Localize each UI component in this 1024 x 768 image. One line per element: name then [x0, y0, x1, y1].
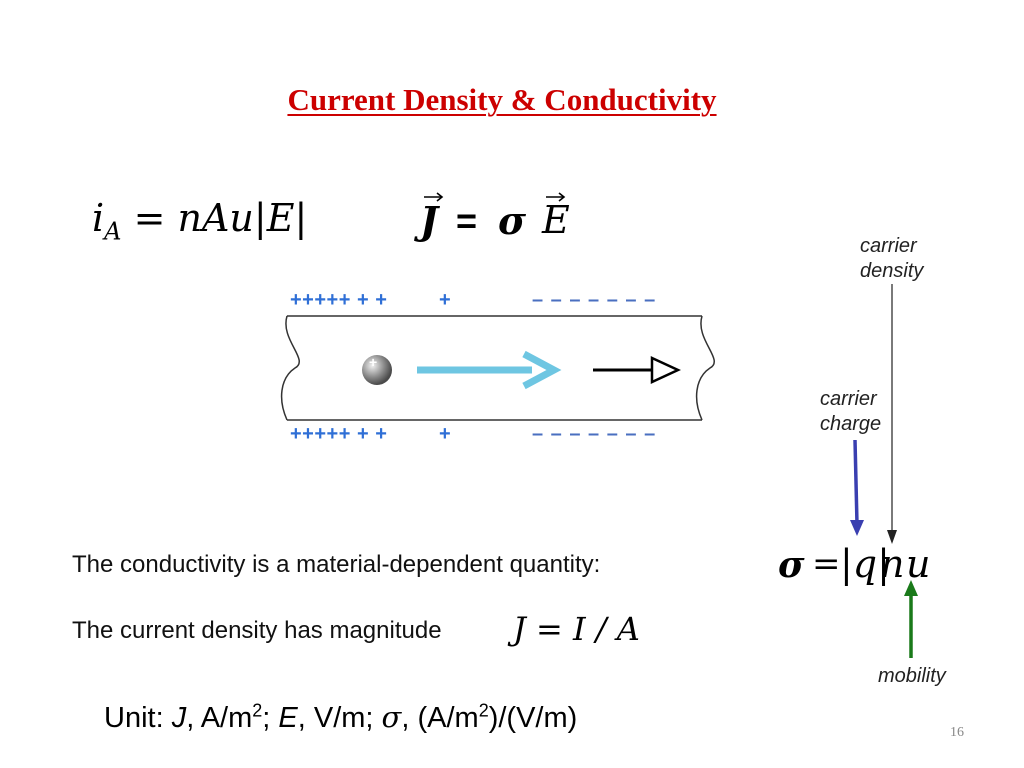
bottom-minus-charges: – – – – – – – [532, 423, 657, 445]
sigma-n: n [880, 542, 905, 586]
ia-equation: iA = nAu|E| [92, 196, 307, 246]
slide-title: Current Density & Conductivity [287, 82, 717, 117]
conductivity-text: The conductivity is a material-dependent… [72, 551, 601, 578]
ohm-j: J [420, 198, 438, 243]
bottom-plus-last: + [439, 423, 451, 445]
charge-arrow-icon [853, 439, 859, 525]
charge-carrier-icon [362, 355, 392, 385]
top-plus-charges: +++++ + + [290, 289, 388, 311]
units-line: Unit: J, A/m2; E, V/m; σ, (A/m2)/(V/m) [104, 700, 578, 734]
ia-rhs: = nAu|E| [133, 196, 308, 240]
carrier-charge-label: carrier charge [820, 388, 882, 435]
page-number: 16 [950, 725, 964, 740]
top-plus-last: + [439, 289, 451, 311]
ia-lhs: i [92, 196, 105, 240]
j-magnitude-equation: J = I / A [513, 610, 640, 648]
carrier-density-label: carrier density [860, 235, 924, 282]
charge-sign: + [369, 354, 378, 370]
sigma-equation: σ = |q| n u [776, 540, 936, 594]
ia-lhs-sub: A [104, 217, 122, 246]
ohm-sigma: σ [498, 198, 527, 243]
current-density-text: The current density has magnitude [72, 617, 442, 644]
bottom-plus-charges: +++++ + + [290, 423, 388, 445]
sigma-symbol: σ [778, 544, 805, 586]
sigma-q: |q| [840, 542, 890, 586]
sigma-u: u [906, 542, 931, 586]
vector-arrows-icon [424, 192, 566, 202]
annotation-arrows [850, 284, 918, 658]
ohm-law-equation: J = σ E [418, 188, 588, 244]
mobility-label: mobility [878, 665, 946, 687]
ohm-e: E [542, 198, 570, 242]
sigma-equals: = [812, 544, 841, 584]
ohm-equals: = [456, 200, 478, 241]
top-minus-charges: – – – – – – – [532, 289, 657, 311]
conductor-diagram [280, 315, 715, 421]
